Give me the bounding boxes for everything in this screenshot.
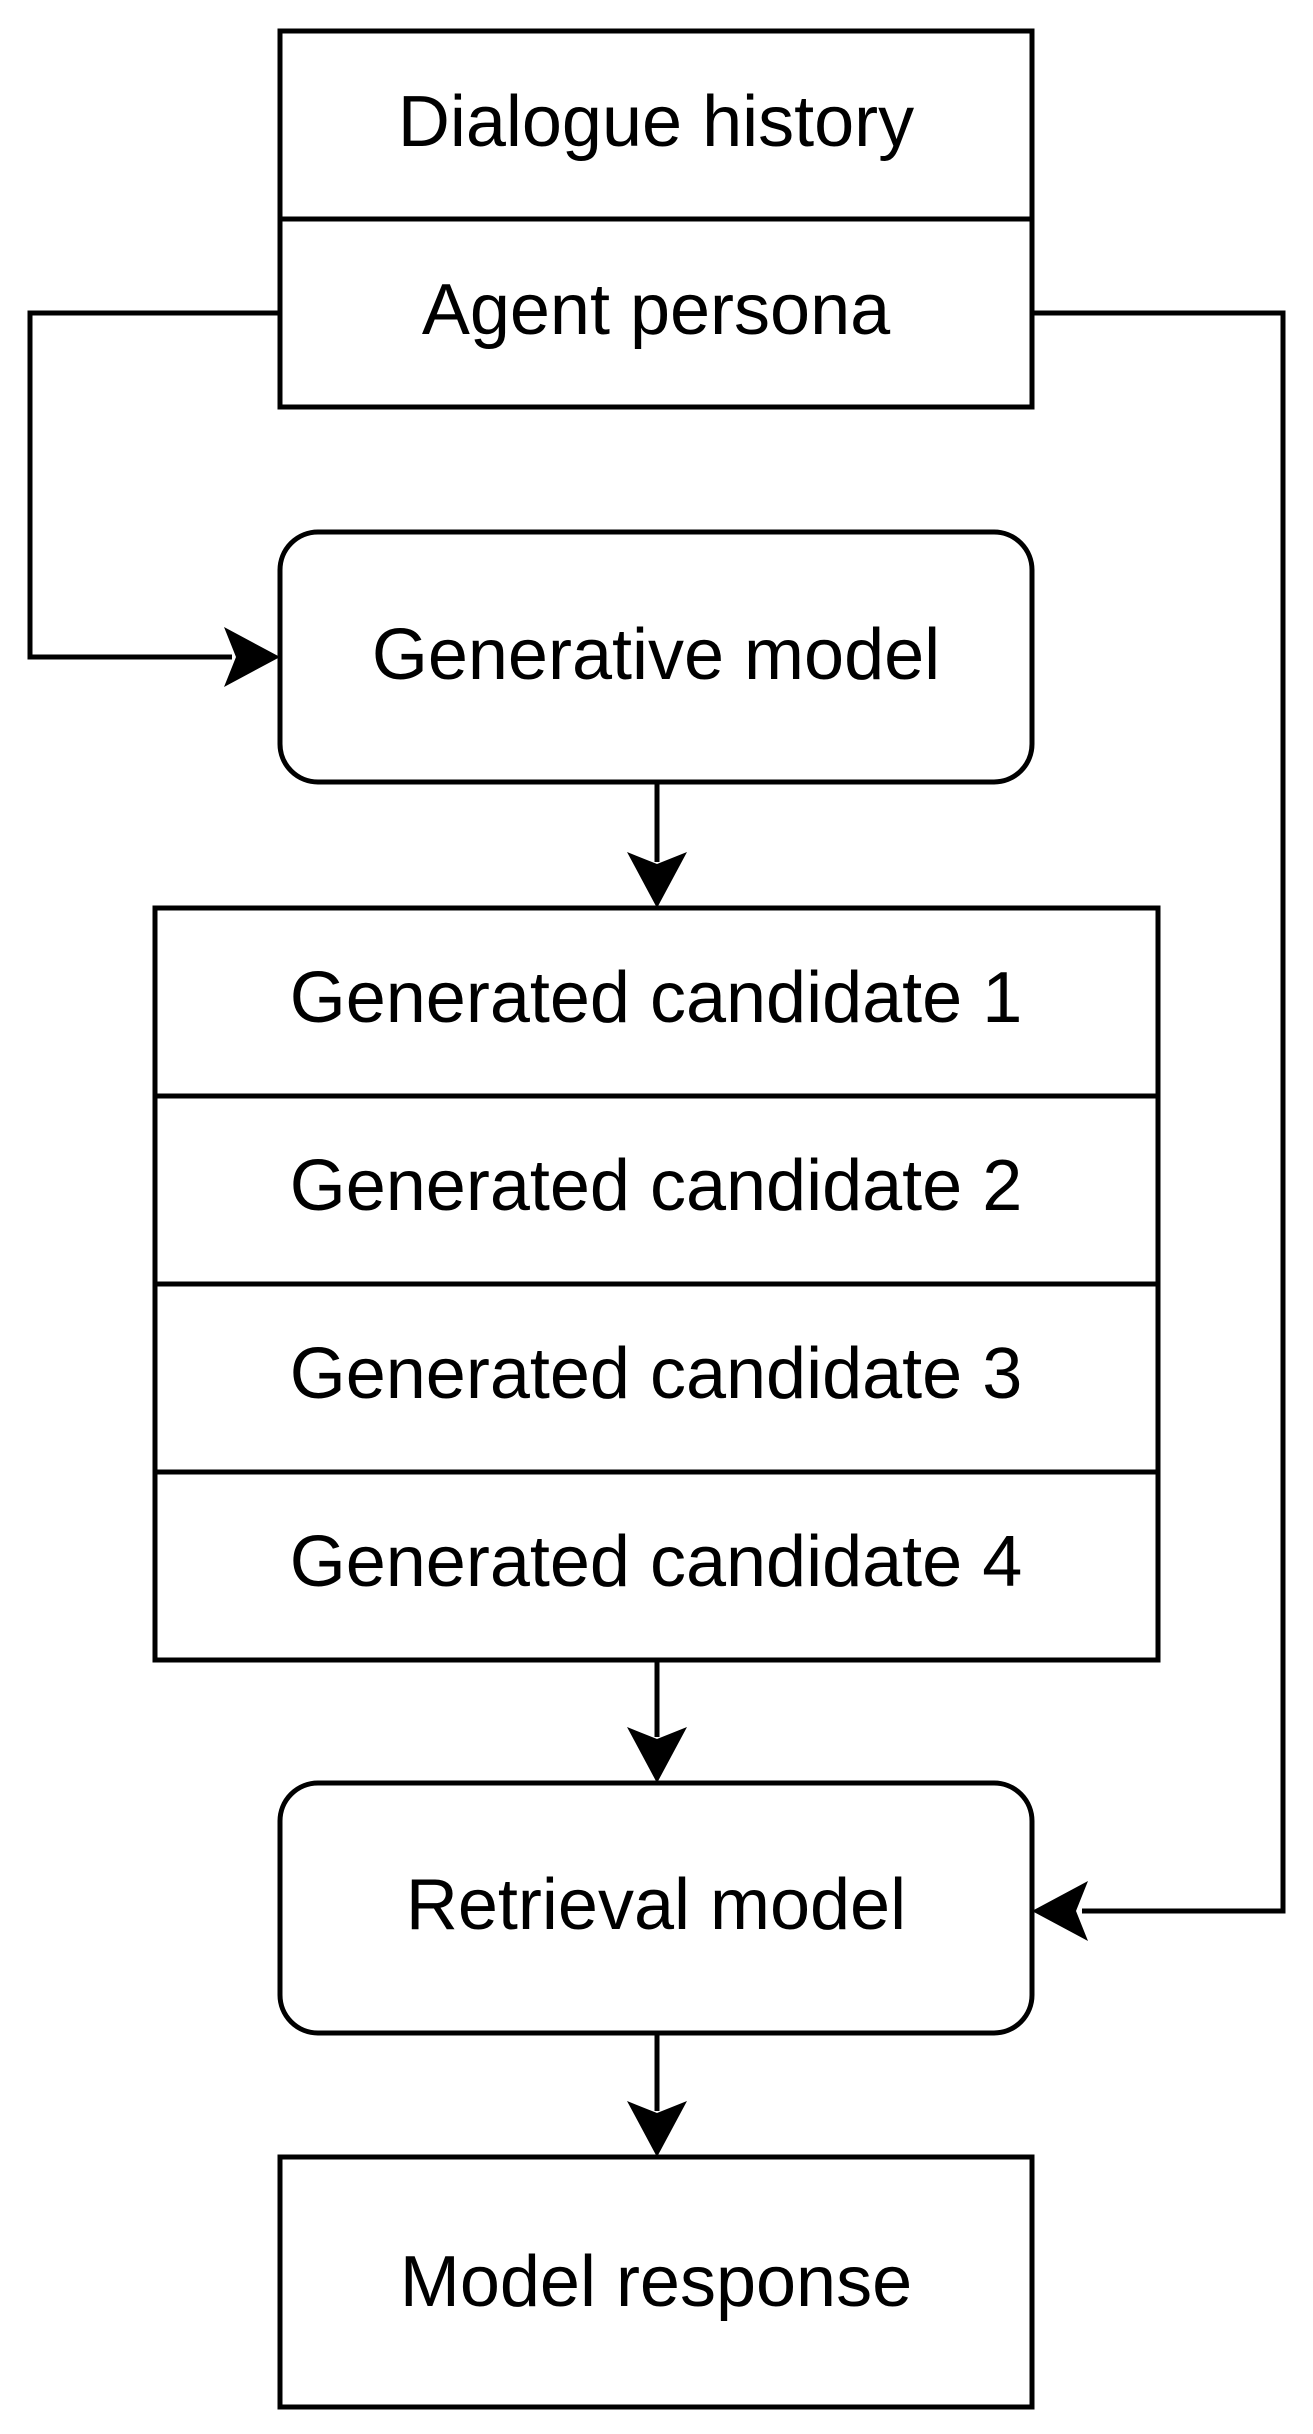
dialogue-history-label: Dialogue history bbox=[398, 82, 914, 162]
model-response-label: Model response bbox=[400, 2242, 912, 2322]
candidate-label-4: Generated candidate 4 bbox=[290, 1522, 1023, 1602]
edge-candidates-to-retrieval bbox=[627, 1660, 687, 1783]
candidates-stack: Generated candidate 1 Generated candidat… bbox=[152, 905, 1161, 1663]
edge-persona-to-generative-line bbox=[27, 310, 280, 660]
edge-persona-to-retrieval bbox=[1032, 310, 1286, 1941]
retrieval-model-label: Retrieval model bbox=[406, 1865, 906, 1945]
edge-persona-to-generative bbox=[27, 310, 280, 687]
input-stack: Dialogue history Agent persona bbox=[277, 28, 1035, 410]
model-response-node: Model response bbox=[277, 2154, 1035, 2410]
arrowhead-generative-left bbox=[224, 627, 280, 687]
arrowhead-retrieval-top bbox=[627, 1727, 687, 1783]
candidate-label-1: Generated candidate 1 bbox=[290, 958, 1023, 1038]
model-response-box bbox=[277, 2154, 1035, 2410]
generative-model-label: Generative model bbox=[372, 615, 940, 695]
edge-persona-to-retrieval-line bbox=[1032, 310, 1286, 1914]
edge-retrieval-to-response bbox=[627, 2033, 687, 2157]
generative-model-node: Generative model bbox=[277, 529, 1035, 785]
edge-generative-to-candidates bbox=[627, 782, 687, 908]
arrowhead-retrieval-right bbox=[1032, 1881, 1088, 1941]
arrowhead-candidates-top bbox=[627, 852, 687, 908]
arrowhead-response-top bbox=[627, 2101, 687, 2157]
candidate-label-3: Generated candidate 3 bbox=[290, 1334, 1023, 1414]
agent-persona-label: Agent persona bbox=[422, 270, 891, 350]
retrieval-model-node: Retrieval model bbox=[277, 1780, 1035, 2036]
candidate-label-2: Generated candidate 2 bbox=[290, 1146, 1023, 1226]
